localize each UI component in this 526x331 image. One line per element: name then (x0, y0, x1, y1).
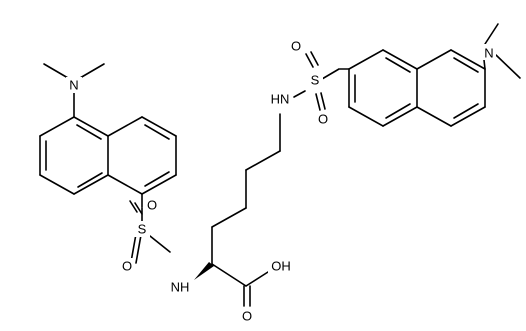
bond (73, 116, 109, 137)
hydroxyl-atom: OH (271, 259, 291, 274)
double-bond-inner (77, 172, 103, 188)
label-bg (66, 77, 82, 93)
left-naphthalene (39, 116, 177, 195)
alpha-center: NH (167, 262, 214, 295)
label-bg (268, 258, 294, 274)
bond (450, 49, 486, 70)
nh-atom: NH (171, 280, 190, 295)
double-bond-inner (76, 124, 102, 140)
nitrogen-atom: N (69, 78, 78, 93)
methyl-bond (79, 63, 105, 79)
bond (211, 207, 247, 228)
bond (141, 116, 177, 137)
double-bond-inner (453, 57, 479, 73)
label-bg (167, 279, 191, 295)
bond (382, 49, 418, 70)
nh-atom: HN (271, 92, 290, 107)
double-bond-inner (385, 57, 411, 73)
s-o-double-bond (315, 93, 321, 111)
bond (211, 263, 247, 287)
label-bg (238, 307, 254, 323)
double-bond-inner (453, 103, 479, 119)
s-o-double-bond (130, 233, 137, 263)
bond (141, 174, 177, 195)
bond (293, 90, 306, 98)
oxygen-atom: O (147, 198, 157, 213)
methyl-bond (43, 63, 69, 79)
bond (39, 174, 75, 195)
oxygen-atom: O (318, 112, 328, 127)
oxygen-atom: O (291, 39, 301, 54)
s-o-double-bond (134, 202, 143, 215)
oxygen-atom: O (122, 259, 132, 274)
methyl-bond (484, 23, 499, 45)
bond (39, 116, 75, 137)
bond (245, 150, 281, 171)
label-bg (289, 38, 303, 54)
bond (321, 68, 340, 80)
s-o-double-bond (320, 92, 326, 110)
left-sulfonyl: O S O (120, 193, 171, 274)
double-bond-inner (144, 171, 170, 187)
nitrogen-atom: N (484, 46, 493, 61)
bond (348, 49, 384, 70)
right-naphthalene (339, 49, 486, 127)
wedge-bond (194, 262, 214, 280)
s-o-double-bond (135, 234, 142, 264)
left-dimethylamino: N (43, 63, 105, 118)
right-sulfonyl: O S O (289, 38, 340, 127)
bond (382, 106, 418, 127)
bond (483, 59, 486, 70)
bond (107, 116, 143, 137)
oxygen-atom: O (242, 309, 252, 324)
right-dimethylamino: N (480, 23, 521, 79)
sulfur-atom: S (138, 222, 147, 237)
label-bg (145, 198, 159, 212)
bond (416, 49, 452, 70)
label-bg (307, 72, 323, 88)
label-bg (134, 221, 150, 237)
label-bg (480, 44, 496, 60)
label-bg (316, 111, 330, 127)
s-o-double-bond (305, 53, 314, 68)
epsilon-nh: HN (267, 90, 306, 107)
bond (416, 106, 452, 127)
s-o-double-bond (310, 51, 319, 66)
s-o-double-bond (129, 200, 138, 213)
double-bond-inner (385, 103, 411, 119)
label-bg (267, 91, 293, 107)
double-bond-inner (144, 124, 170, 140)
bond (73, 174, 109, 195)
sulfur-atom: S (311, 73, 320, 88)
methyl-bond (495, 54, 521, 79)
bond (348, 106, 384, 127)
lysine-side-chain (211, 113, 281, 265)
bond (245, 271, 269, 287)
bond (149, 235, 171, 253)
bond (107, 174, 143, 195)
carboxylic-acid: OH O (211, 258, 294, 324)
bond (450, 106, 486, 127)
label-bg (120, 258, 134, 274)
